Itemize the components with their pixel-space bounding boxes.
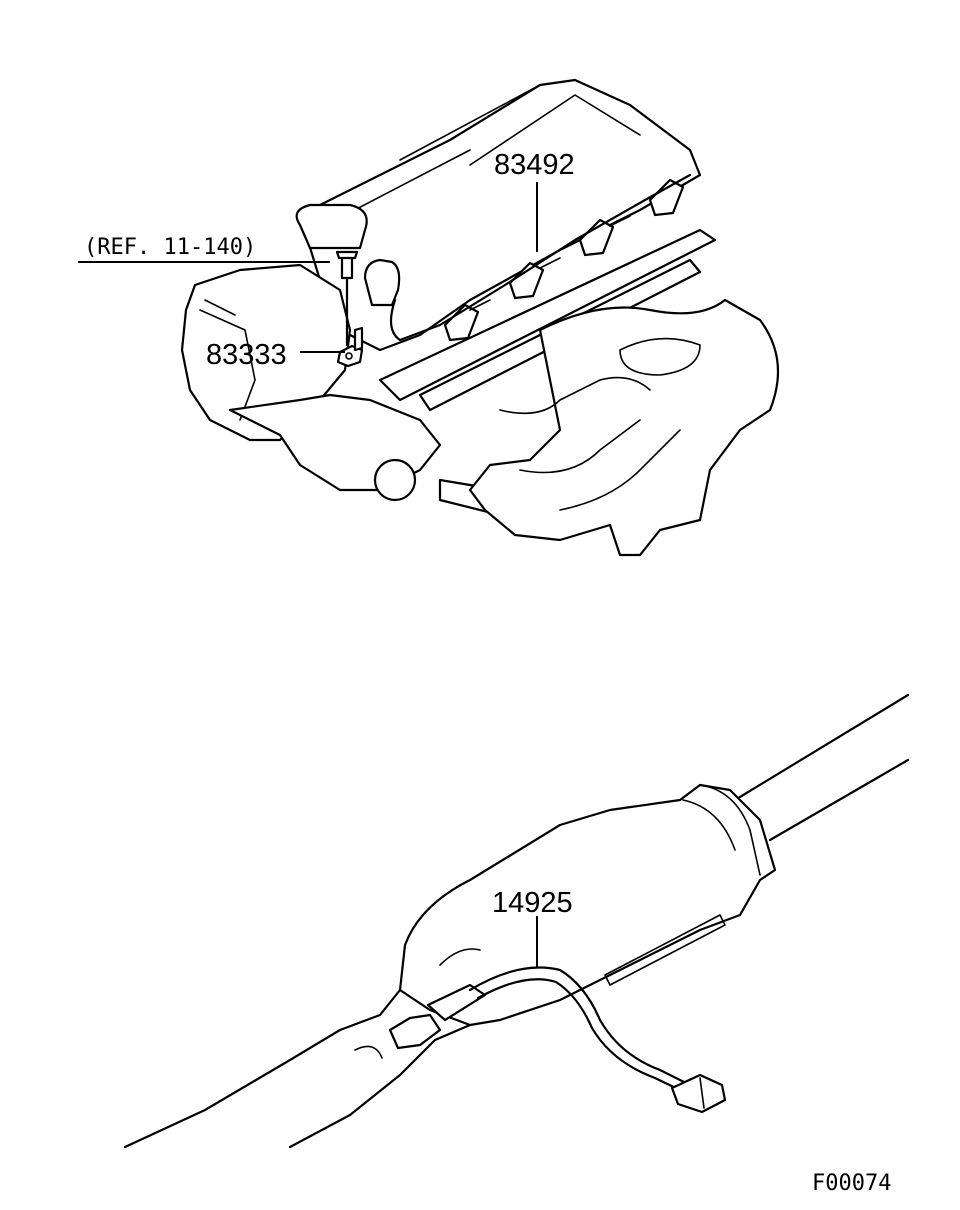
leader-lines-top [78, 182, 538, 353]
engine-assembly-drawing [180, 78, 780, 557]
figure-id: F00074 [812, 1171, 891, 1196]
part-number-83333: 83333 [206, 339, 287, 371]
part-number-83492: 83492 [494, 149, 575, 181]
part-number-14925: 14925 [492, 887, 573, 919]
ignition-coils [443, 178, 685, 342]
exhaust-catalyst-drawing [123, 693, 910, 1149]
ref-label: (REF. 11-140) [84, 235, 256, 260]
